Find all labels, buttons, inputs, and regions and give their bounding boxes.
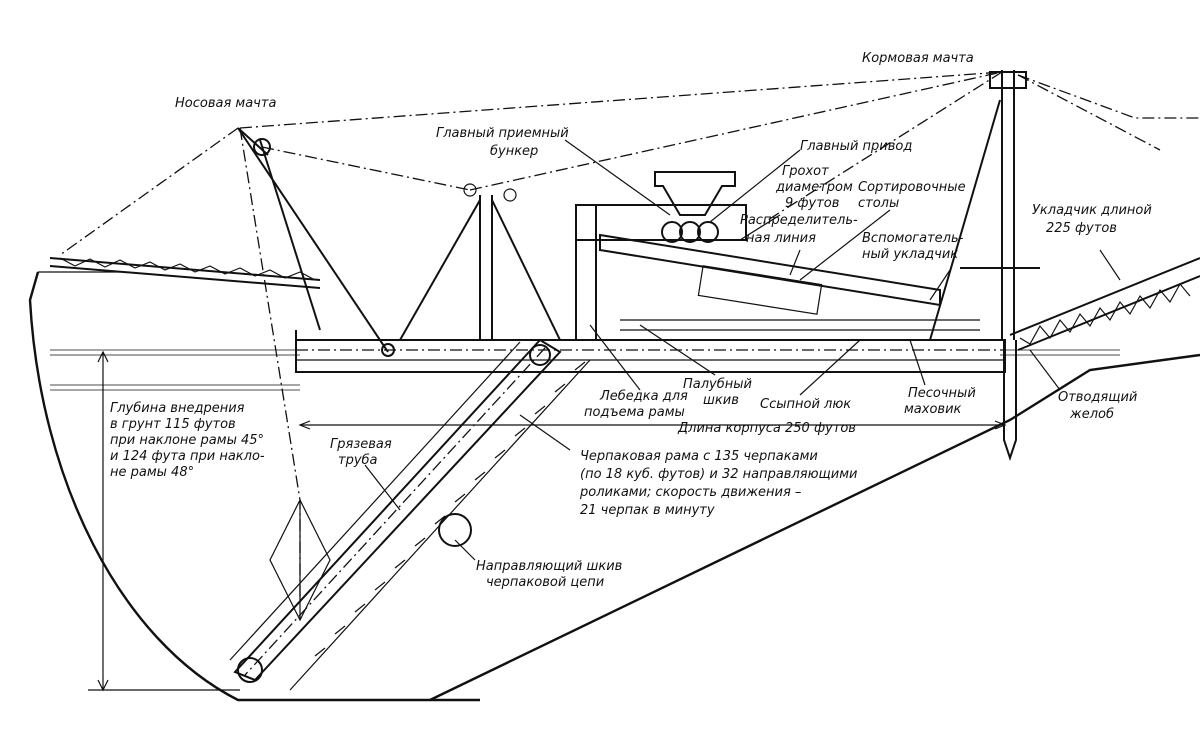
label-sorting-2: столы [858,196,899,211]
label-stacker-1: Укладчик длиной [1032,203,1152,218]
label-bow-mast: Носовая мачта [175,96,276,111]
label-depth-1: Глубина внедрения [110,401,245,416]
ground-profile [28,271,1200,702]
label-sorting-1: Сортировочные [858,180,966,195]
rigging-lines [59,71,1200,600]
label-stern-mast: Кормовая мачта [862,51,974,66]
stern-mast [929,70,1040,462]
label-guide-2: черпаковой цепи [486,575,604,590]
stacker-truss [1009,257,1200,351]
label-distrib-1: Распределитель- [740,213,858,228]
label-depth-4: и 124 фута при накло- [110,449,265,464]
label-main-hopper-1: Главный приемный [436,126,569,141]
ladder-hoist [269,498,331,622]
label-main-hopper-2: бункер [490,144,538,159]
label-main-drive: Главный привод [800,139,912,154]
label-ladder-1: Черпаковая рама с 135 черпаками [580,449,818,464]
label-ladder-3: роликами; скорость движения – [579,485,801,500]
label-deck-2: шкив [703,393,739,408]
label-mud-2: труба [338,453,378,468]
label-screen-2: диаметром [775,180,853,195]
label-mud-1: Грязевая [330,437,392,452]
gantry [399,195,747,341]
bow-mast [237,127,395,357]
label-depth-5: не рамы 48° [110,465,194,480]
label-sand-1: Песочный [908,386,976,401]
label-screen-1: Грохот [782,164,829,179]
labels: Носовая мачта Кормовая мачта Главный при… [110,51,1152,590]
label-sand-2: маховик [904,402,962,417]
label-stacker-2: 225 футов [1046,221,1117,236]
label-chute-2: желоб [1069,407,1114,422]
label-screen-3: 9 футов [785,196,839,211]
label-depth-3: при наклоне рамы 45° [110,433,264,448]
hull-length-dimension [298,420,1007,430]
label-hatch: Ссыпной люк [760,397,851,412]
label-distrib-2: ная линия [746,231,816,246]
bucket-ladder [229,338,591,691]
label-ladder-2: (по 18 куб. футов) и 32 направляющими [580,467,857,482]
label-chute-1: Отводящий [1058,390,1137,405]
depth-dimension [88,350,240,692]
bow-boom-truss [49,257,321,289]
label-depth-2: в грунт 115 футов [110,417,236,432]
label-hull-length: Длина корпуса 250 футов [677,421,856,436]
label-aux-2: ный укладчик [862,247,958,262]
leader-lines [364,139,1121,561]
water-surface [50,349,1120,391]
label-guide-1: Направляющий шкив [476,559,622,574]
label-winch-2: подъема рамы [584,405,685,420]
label-winch-1: Лебедка для [599,389,688,404]
label-ladder-4: 21 черпак в минуту [580,503,715,518]
label-aux-1: Вспомогатель- [862,231,964,246]
label-deck-1: Палубный [683,377,752,392]
main-hopper [654,171,736,243]
